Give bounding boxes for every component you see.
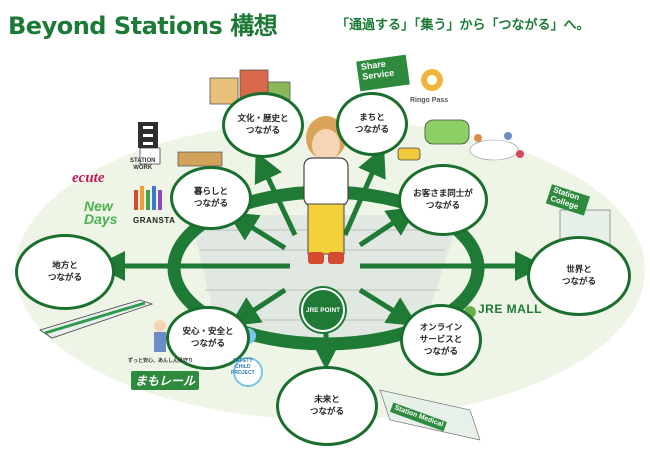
mamorail-caption: ずっと安心、あんしん見守り: [128, 358, 194, 364]
bubble-safety: 安心・安全と つながる: [166, 306, 250, 370]
arrow-to-town: [342, 146, 386, 237]
arrow-to-culture: [254, 151, 298, 237]
safety-child-label: SAFETY CHILD PROJECT: [231, 358, 255, 376]
ecute-logo: ecute: [72, 170, 105, 186]
arrow-to-customers: [358, 206, 418, 248]
diagram-subtitle: 「通過する」「集う」から「つながる」へ。: [336, 18, 590, 33]
arrow-to-safety: [229, 287, 287, 327]
bubble-customers: お客さま同士が つながる: [398, 164, 488, 236]
bubble-future-label: 未来と つながる: [309, 394, 344, 417]
bubble-customers-label: お客さま同士が つながる: [413, 188, 473, 211]
jre-mall-logo: JRE MALL: [478, 302, 542, 316]
meeting-illustration: [469, 132, 524, 161]
bubble-online: オンライン サービスと つながる: [400, 304, 482, 376]
new-days-logo: New Days: [84, 198, 118, 227]
bubble-living: 暮らしと つながる: [170, 166, 252, 230]
bubble-culture-label: 文化・歴史と つながる: [237, 113, 289, 136]
station-work-label: STATION WORK: [130, 158, 156, 172]
vehicle-illustration: [397, 119, 470, 161]
arrow-to-online: [358, 287, 418, 326]
jre-point-logo: JRE POINT: [301, 288, 345, 332]
bubble-town-label: まちと つながる: [354, 112, 389, 135]
station-work-logo: [138, 122, 158, 148]
bubble-culture: 文化・歴史と つながる: [222, 92, 304, 158]
train-illustration: [39, 299, 154, 339]
bubble-town: まちと つながる: [336, 92, 408, 156]
bubble-regions: 地方と つながる: [15, 234, 115, 310]
gransta-label: GRANSTA: [133, 216, 176, 225]
bubble-safety-label: 安心・安全と つながる: [182, 326, 234, 349]
ringo-pass-label: Ringo Pass: [410, 97, 449, 104]
bubble-future: 未来と つながる: [276, 366, 378, 446]
bubble-world: 世界と つながる: [527, 236, 631, 316]
apple-logo: [421, 69, 443, 91]
arrow-to-living: [227, 212, 287, 251]
work-booth-illustration: [139, 147, 223, 167]
mamorail-logo: まもレール: [131, 371, 200, 390]
bubble-regions-label: 地方と つながる: [47, 260, 82, 283]
bubble-online-label: オンライン サービスと つながる: [419, 322, 463, 358]
diagram-title: Beyond Stations 構想: [8, 12, 278, 40]
bubble-living-label: 暮らしと つながる: [193, 186, 228, 209]
bubble-world-label: 世界と つながる: [561, 264, 596, 287]
gransta-logo: [134, 186, 162, 210]
